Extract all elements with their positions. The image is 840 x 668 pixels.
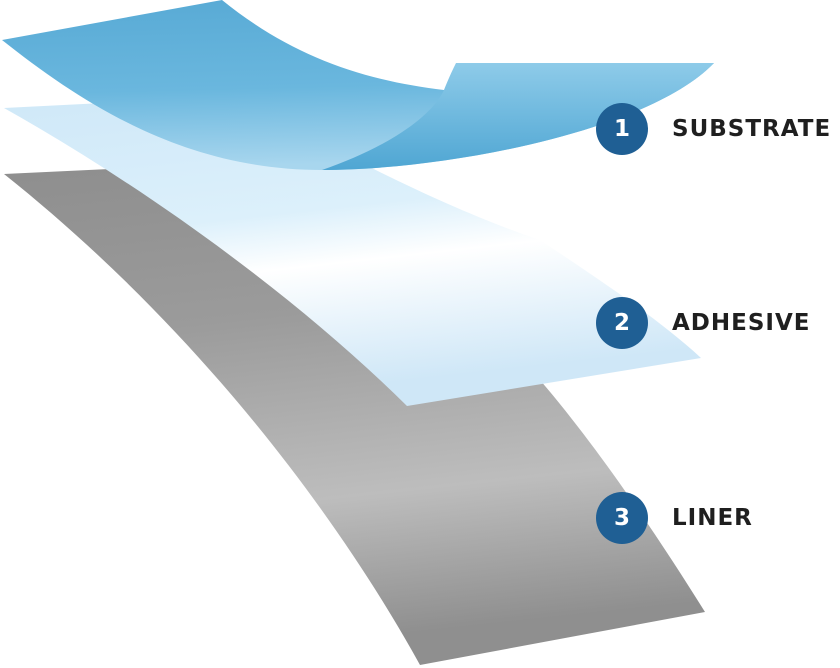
callout-liner: 3 LINER (596, 492, 753, 544)
label-substrate: SUBSTRATE (672, 116, 832, 142)
badge-1: 1 (596, 103, 648, 155)
label-adhesive: ADHESIVE (672, 310, 811, 336)
substrate-flap (322, 63, 714, 170)
callout-substrate: 1 SUBSTRATE (596, 103, 831, 155)
badge-3: 3 (596, 492, 648, 544)
label-liner: LINER (672, 505, 753, 531)
callout-adhesive: 2 ADHESIVE (596, 297, 811, 349)
adhesive-layer (4, 96, 701, 406)
liner-layer (4, 166, 705, 665)
badge-2: 2 (596, 297, 648, 349)
